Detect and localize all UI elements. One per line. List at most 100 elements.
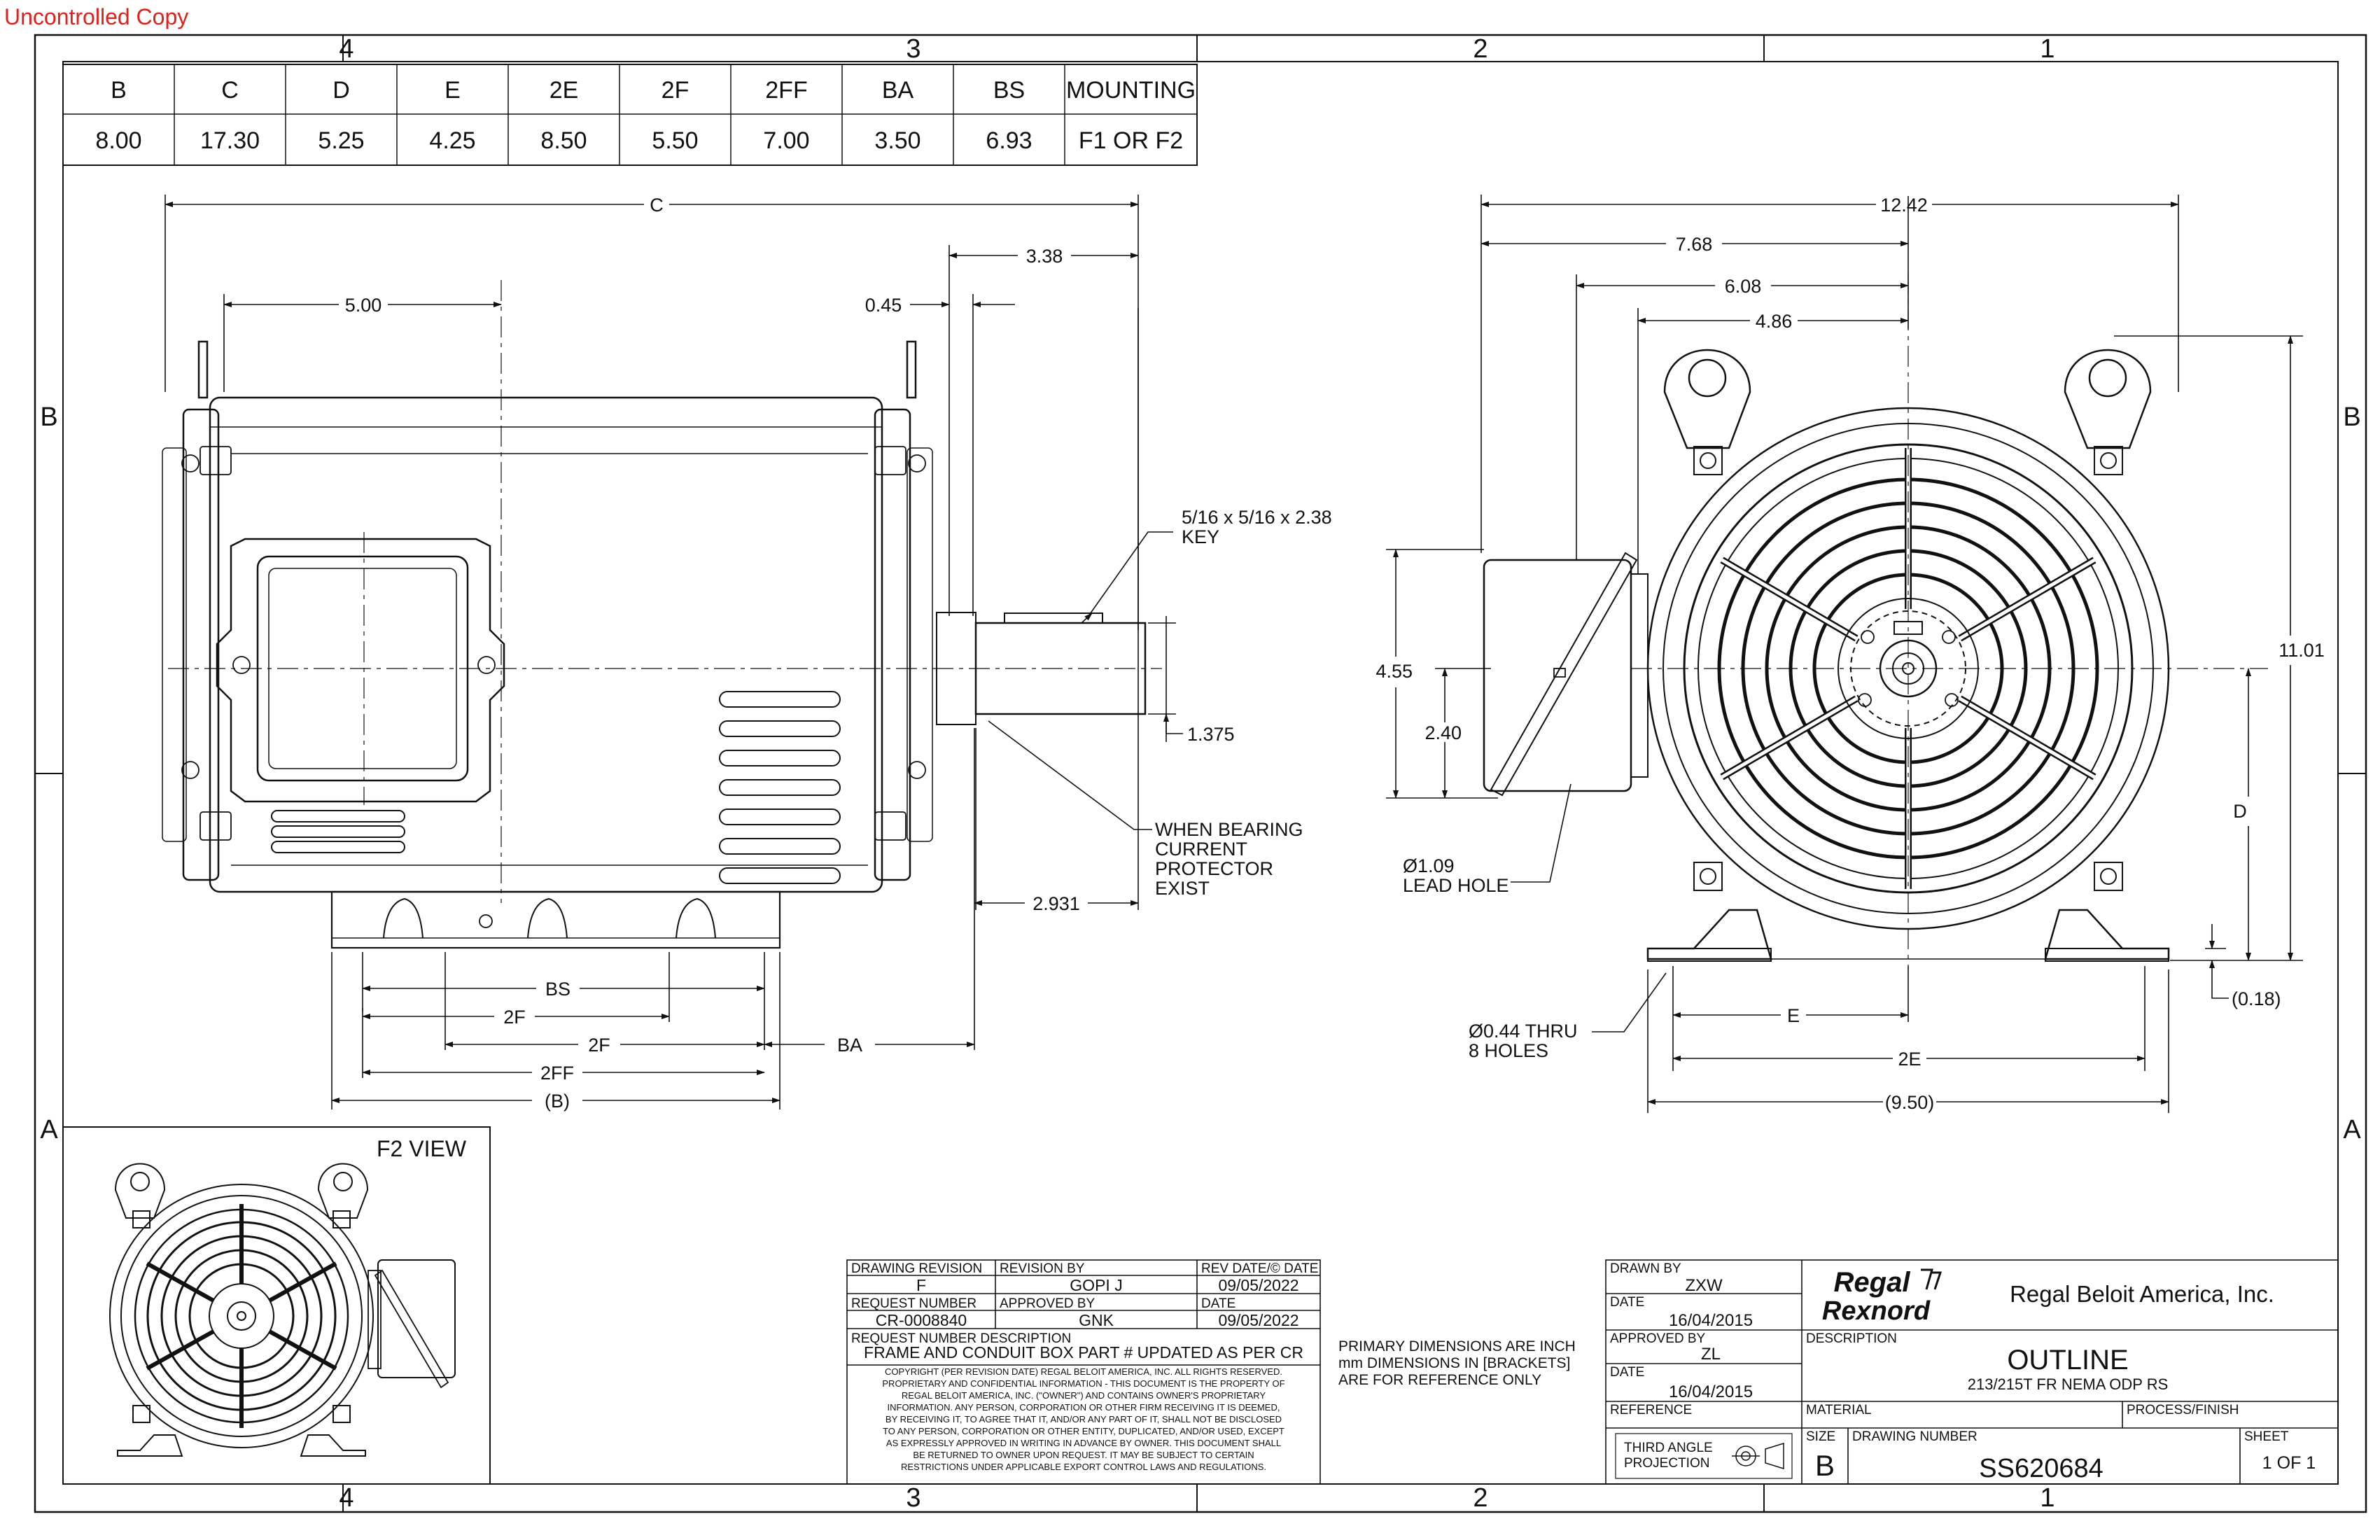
dim-2f-b: 2F <box>588 1035 610 1056</box>
dim-2-931: 2.931 <box>1032 893 1080 914</box>
size-label: SIZE <box>1806 1429 1835 1444</box>
louver <box>719 720 841 737</box>
louver <box>719 808 841 825</box>
end-view <box>1483 273 2268 966</box>
dim-6-08: 6.08 <box>1725 276 1762 297</box>
bearing-note-line2: CURRENT <box>1155 839 1247 860</box>
note-line2: mm DIMENSIONS IN [BRACKETS] <box>1338 1355 1570 1371</box>
zone-col-bottom: 1 <box>2040 1483 2054 1513</box>
reqdesc-label: REQUEST NUMBER DESCRIPTION <box>851 1331 1071 1346</box>
dimension-note: PRIMARY DIMENSIONS ARE INCH mm DIMENSION… <box>1338 1338 1576 1388</box>
zone-labels: 4 3 2 1 4 3 2 1 B B A A <box>40 34 2361 1513</box>
revision-block: DRAWING REVISION REVISION BY REV DATE/© … <box>846 1259 1321 1485</box>
note-line3: ARE FOR REFERENCE ONLY <box>1338 1372 1541 1388</box>
louver <box>719 838 841 855</box>
bearing-note-line1: WHEN BEARING <box>1155 819 1303 840</box>
dim-12-42: 12.42 <box>1880 195 1928 216</box>
zone-col-top: 3 <box>906 34 920 64</box>
revby-label: REVISION BY <box>1000 1261 1085 1276</box>
dim-table-header: 2FF <box>765 77 807 104</box>
material-label: MATERIAL <box>1806 1403 1872 1418</box>
zone-row-left: A <box>40 1115 58 1144</box>
dim-4-55: 4.55 <box>1376 661 1413 682</box>
dim-0-18: (0.18) <box>2232 988 2281 1009</box>
side-view-dimensions <box>164 195 1183 1110</box>
louver <box>719 779 841 796</box>
date1-label: DATE <box>1610 1295 1644 1310</box>
dim-table-value: F1 OR F2 <box>1079 127 1183 154</box>
drawing-number-value: SS620684 <box>1979 1454 2104 1483</box>
drawn-by-value: ZXW <box>1685 1276 1723 1295</box>
rev-date-value: 09/05/2022 <box>1218 1276 1298 1294</box>
dim-b: (B) <box>545 1091 570 1112</box>
copyright-line: RESTRICTIONS UNDER APPLICABLE EXPORT CON… <box>901 1462 1266 1472</box>
sheet-value: 1 OF 1 <box>2262 1453 2316 1473</box>
copyright-line: INFORMATION. ANY PERSON, CORPORATION OR … <box>888 1402 1280 1413</box>
zone-col-top: 1 <box>2040 34 2054 64</box>
drawing-subtitle: 213/215T FR NEMA ODP RS <box>1968 1376 2169 1393</box>
date-label: DATE <box>1201 1296 1236 1311</box>
title-block: DRAWN BY DATE APPROVED BY DATE REFERENCE… <box>1605 1259 2339 1485</box>
dim-table-header: MOUNTING <box>1066 77 1196 104</box>
dim-ba: BA <box>837 1035 862 1056</box>
copyright-line: BY RECEIVING IT, TO AGREE THAT IT, AND/O… <box>886 1414 1282 1424</box>
approved-by-value: GNK <box>1079 1311 1114 1329</box>
dim-11-01: 11.01 <box>2278 640 2325 661</box>
projection-line2: PROJECTION <box>1624 1456 1709 1471</box>
dim-2f-a: 2F <box>503 1007 526 1028</box>
bearing-note-line4: EXIST <box>1155 878 1210 899</box>
date2-value: 16/04/2015 <box>1669 1382 1753 1401</box>
copyright-line: BE RETURNED TO OWNER UPON REQUEST. IT MA… <box>913 1450 1254 1460</box>
louver <box>271 841 405 853</box>
zone-col-bottom: 4 <box>339 1483 354 1513</box>
key-note-line1: 5/16 x 5/16 x 2.38 <box>1182 507 1332 528</box>
dim-0-45: 0.45 <box>865 295 902 316</box>
drawing-number-label: DRAWING NUMBER <box>1852 1429 1977 1444</box>
dim-2ff: 2FF <box>540 1063 574 1084</box>
zone-col-bottom: 2 <box>1473 1483 1488 1513</box>
copyright-line: TO ANY PERSON, CORPORATION OR OTHER ENTI… <box>883 1426 1284 1436</box>
dim-table-value: 6.93 <box>986 127 1032 154</box>
dim-table-header: 2F <box>662 77 690 104</box>
bearing-note-line3: PROTECTOR <box>1155 858 1273 879</box>
dim-4-86: 4.86 <box>1756 311 1793 332</box>
dim-table-value: 5.25 <box>318 127 364 154</box>
size-value: B <box>1815 1449 1835 1482</box>
drawn-by-label: DRAWN BY <box>1610 1261 1681 1276</box>
end-view-dimensions <box>1386 195 2303 1113</box>
mounting-hole-count: 8 HOLES <box>1469 1040 1548 1061</box>
copyright-line: COPYRIGHT (PER REVISION DATE) REGAL BELO… <box>885 1366 1282 1377</box>
third-angle-projection-icon <box>1732 1442 1784 1470</box>
lead-hole-dia: Ø1.09 <box>1403 855 1455 876</box>
dim-table-value: 4.25 <box>429 127 475 154</box>
dim-c: C <box>650 195 664 216</box>
f2-view-title: F2 VIEW <box>377 1136 467 1161</box>
dim-table-header: D <box>332 77 350 104</box>
dim-7-68: 7.68 <box>1676 234 1713 255</box>
zone-col-bottom: 3 <box>906 1483 920 1513</box>
dim-table-header: E <box>444 77 461 104</box>
logo-line2: Rexnord <box>1822 1296 1931 1326</box>
drawing-title: OUTLINE <box>2007 1345 2128 1376</box>
date1-value: 16/04/2015 <box>1669 1311 1753 1330</box>
regal-rexnord-logo: Regal Rexnord <box>1822 1267 1942 1326</box>
copyright-line: AS EXPRESSLY APPROVED IN WRITING IN ADVA… <box>886 1438 1281 1448</box>
projection-line1: THIRD ANGLE <box>1624 1441 1713 1455</box>
zone-col-top: 2 <box>1473 34 1488 64</box>
approved-by-value: ZL <box>1701 1345 1721 1364</box>
louver <box>719 750 841 766</box>
zone-col-top: 4 <box>339 34 354 64</box>
dim-d: D <box>2233 801 2247 822</box>
key-note-line2: KEY <box>1182 526 1219 547</box>
process-label: PROCESS/FINISH <box>2127 1403 2239 1418</box>
logo-line1: Regal <box>1834 1267 1911 1298</box>
date-value: 09/05/2022 <box>1218 1311 1298 1329</box>
request-number-value: CR-0008840 <box>876 1311 967 1329</box>
revision-value: F <box>916 1276 926 1294</box>
dim-table-header: B <box>111 77 127 104</box>
zone-row-right: A <box>2343 1115 2361 1144</box>
dim-table-value: 17.30 <box>200 127 260 154</box>
dim-9-50: (9.50) <box>1885 1092 1935 1113</box>
dim-2e: 2E <box>1898 1049 1921 1070</box>
approved-label: APPROVED BY <box>1000 1296 1096 1311</box>
